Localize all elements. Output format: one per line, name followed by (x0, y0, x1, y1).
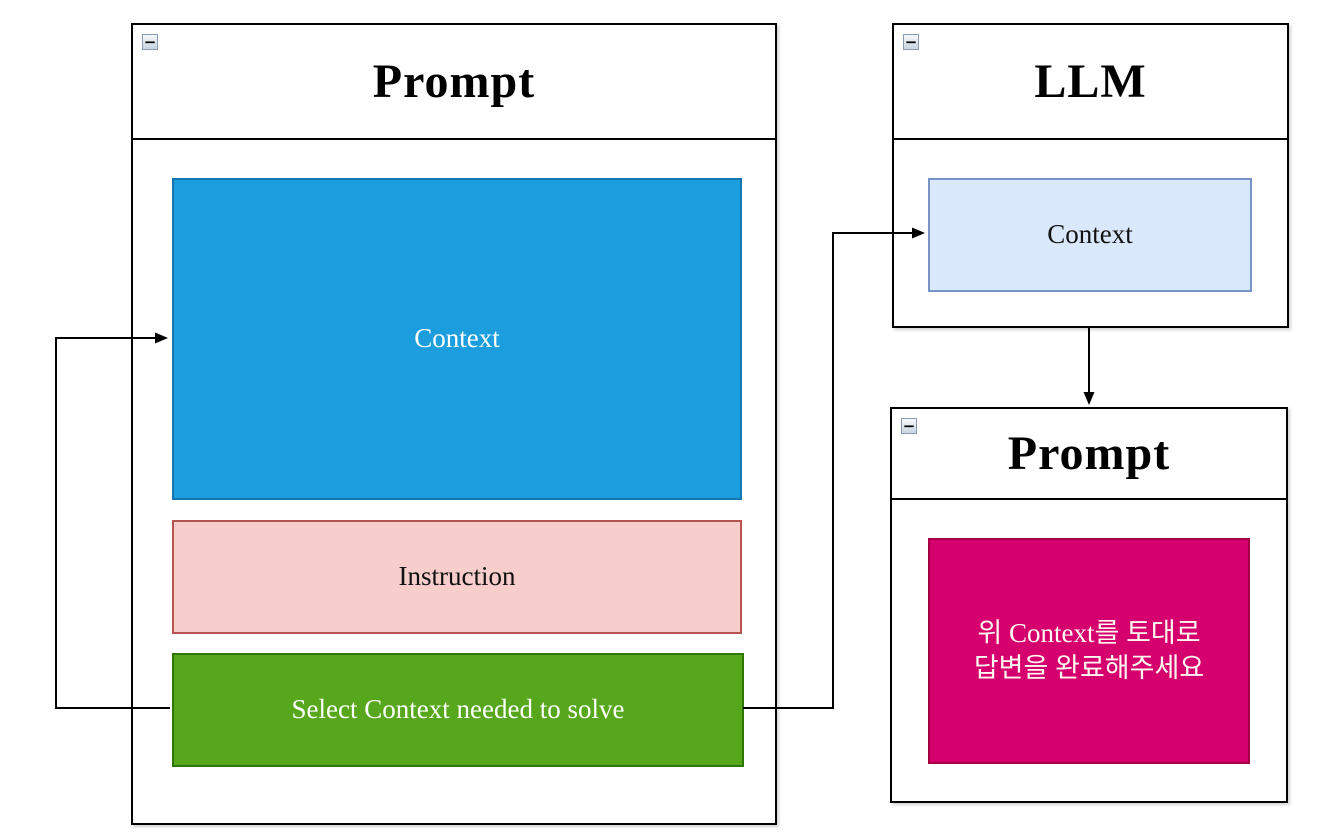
context-block: Context (172, 178, 742, 500)
prompt-left-window: − Prompt Context Instruction Select Cont… (131, 23, 777, 825)
minimize-icon[interactable]: − (901, 417, 917, 435)
answer-block-label-line1: 위 Context를 토대로 (977, 617, 1201, 648)
prompt-right-titlebar: − Prompt (892, 409, 1286, 500)
llm-titlebar: − LLM (894, 25, 1287, 140)
llm-context-block: Context (928, 178, 1252, 292)
minimize-icon[interactable]: − (142, 33, 158, 51)
minimize-icon[interactable]: − (903, 33, 919, 51)
instruction-block-label: Instruction (398, 561, 516, 592)
prompt-left-titlebar: − Prompt (133, 25, 775, 140)
llm-window: − LLM Context (892, 23, 1289, 328)
prompt-right-title: Prompt (1007, 427, 1171, 480)
context-block-label: Context (414, 323, 500, 354)
prompt-left-title: Prompt (372, 55, 536, 108)
prompt-right-window: − Prompt 위 Context를 토대로 답변을 완료해주세요 (890, 407, 1288, 803)
answer-block-label-line2: 답변을 완료해주세요 (973, 653, 1205, 683)
answer-block: 위 Context를 토대로 답변을 완료해주세요 (928, 538, 1250, 764)
llm-title: LLM (1034, 55, 1147, 108)
llm-context-block-label: Context (1047, 219, 1133, 250)
select-context-block-label: Select Context needed to solve (291, 694, 625, 725)
select-context-block: Select Context needed to solve (172, 653, 744, 767)
instruction-block: Instruction (172, 520, 742, 634)
